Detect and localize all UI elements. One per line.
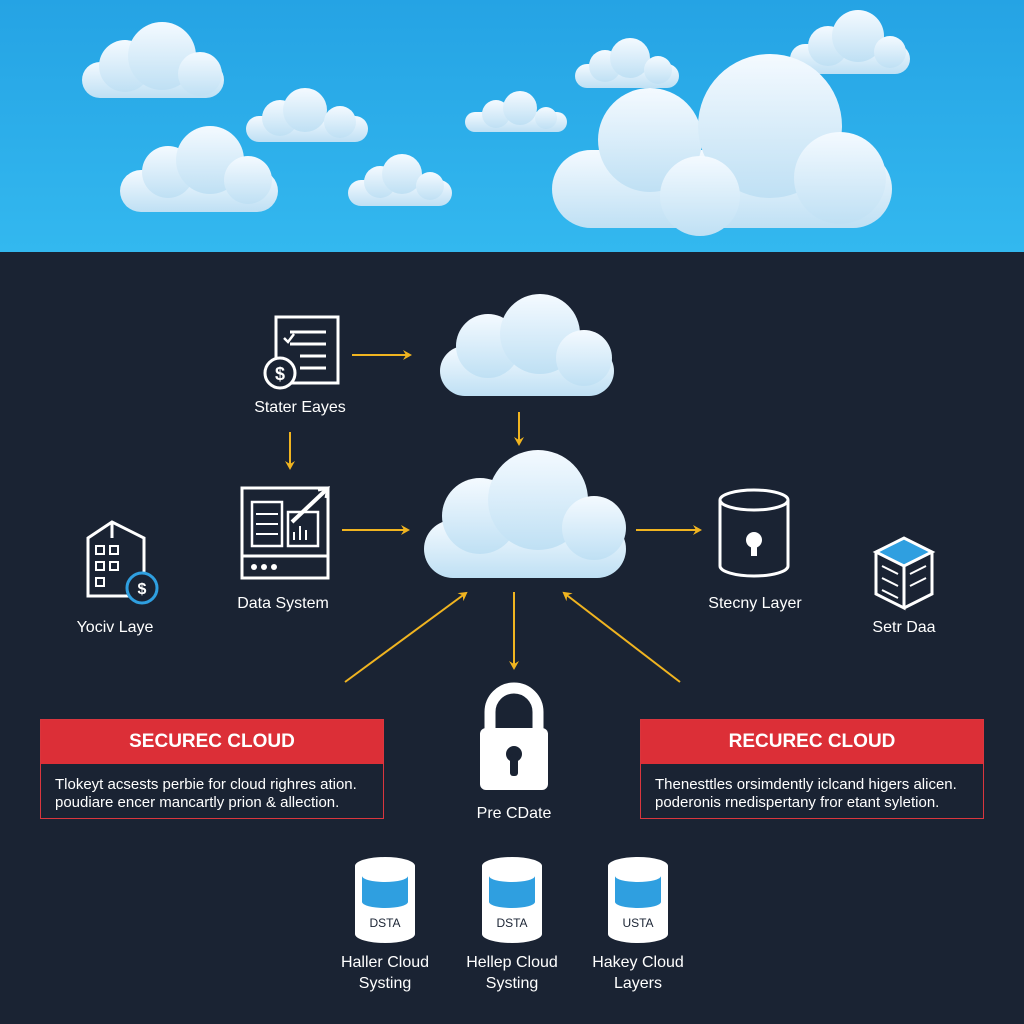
svg-text:$: $ xyxy=(275,364,285,384)
storage-3-label: Hakey Cloud Layers xyxy=(578,952,698,994)
svg-text:$: $ xyxy=(138,581,147,598)
label-yociv-laye: Yociv Laye xyxy=(76,619,154,636)
dashboard-monitor-icon xyxy=(240,486,330,580)
sky-cloud-5 xyxy=(575,38,679,88)
storage-cylinder-1 xyxy=(355,857,415,943)
right-panel-line-2: poderonis rnedispertany fror etant sylet… xyxy=(655,794,940,811)
storage-2-label: Hellep Cloud Systing xyxy=(452,952,572,994)
left-panel-line-1: Tlokeyt acsests perbie for cloud righres… xyxy=(55,776,357,793)
left-info-panel: SECUREC CLOUD Tlokeyt acsests perbie for… xyxy=(40,719,384,819)
storage-1-tag: DSTA xyxy=(369,916,401,930)
left-panel-line-2: poudiare encer mancartly prion & allecti… xyxy=(55,794,340,811)
arrow-right-panel-to-main-cloud xyxy=(562,591,681,683)
label-stecny-layer: Stecny Layer xyxy=(708,595,802,612)
top-cloud xyxy=(440,294,614,396)
storage-1-label: Haller Cloud Systing xyxy=(325,952,445,994)
padlock-icon xyxy=(480,682,548,790)
left-panel-body: Tlokeyt acsests perbie for cloud righres… xyxy=(41,764,383,812)
label-stater-eayes: Stater Eayes xyxy=(254,399,346,416)
sky-cloud-3 xyxy=(120,126,278,212)
left-panel-title: SECUREC CLOUD xyxy=(41,720,383,764)
storage-2-line-2: Systing xyxy=(485,975,539,992)
right-panel-title: RECUREC CLOUD xyxy=(641,720,983,764)
sky-cloud-2 xyxy=(246,88,368,142)
server-rack-icon xyxy=(872,536,936,611)
storage-cylinder-3 xyxy=(608,857,668,943)
storage-2-line-1: Hellep Cloud xyxy=(466,954,558,971)
arrow-left-panel-to-main-cloud xyxy=(344,591,468,683)
right-info-panel: RECUREC CLOUD Thenesttles orsimdently ic… xyxy=(640,719,984,819)
storage-2-tag: DSTA xyxy=(496,916,528,930)
server-building-icon: $ xyxy=(86,520,159,605)
database-lock-icon xyxy=(718,488,790,578)
main-cloud xyxy=(424,450,626,578)
sky-cloud-1 xyxy=(82,22,224,98)
connector-arrows xyxy=(285,350,702,683)
sky-cloud-big xyxy=(552,54,892,236)
label-setr-daa: Setr Daa xyxy=(872,619,936,636)
storage-3-line-2: Layers xyxy=(613,975,663,992)
storage-1-line-2: Systing xyxy=(358,975,412,992)
sky-cloud-7 xyxy=(790,10,910,74)
right-panel-line-1: Thenesttles orsimdently iclcand higers a… xyxy=(655,776,957,793)
storage-3-tag: USTA xyxy=(622,916,654,930)
sky-cloud-6 xyxy=(465,91,567,132)
label-pre-cdate: Pre CDate xyxy=(476,805,552,822)
label-data-system: Data System xyxy=(237,595,329,612)
storage-1-line-1: Haller Cloud xyxy=(340,954,430,971)
storage-cylinder-2 xyxy=(482,857,542,943)
storage-3-line-1: Hakey Cloud xyxy=(592,954,684,971)
right-panel-body: Thenesttles orsimdently iclcand higers a… xyxy=(641,764,983,812)
invoice-document-icon: $ xyxy=(263,315,340,390)
sky-cloud-4 xyxy=(348,154,452,206)
